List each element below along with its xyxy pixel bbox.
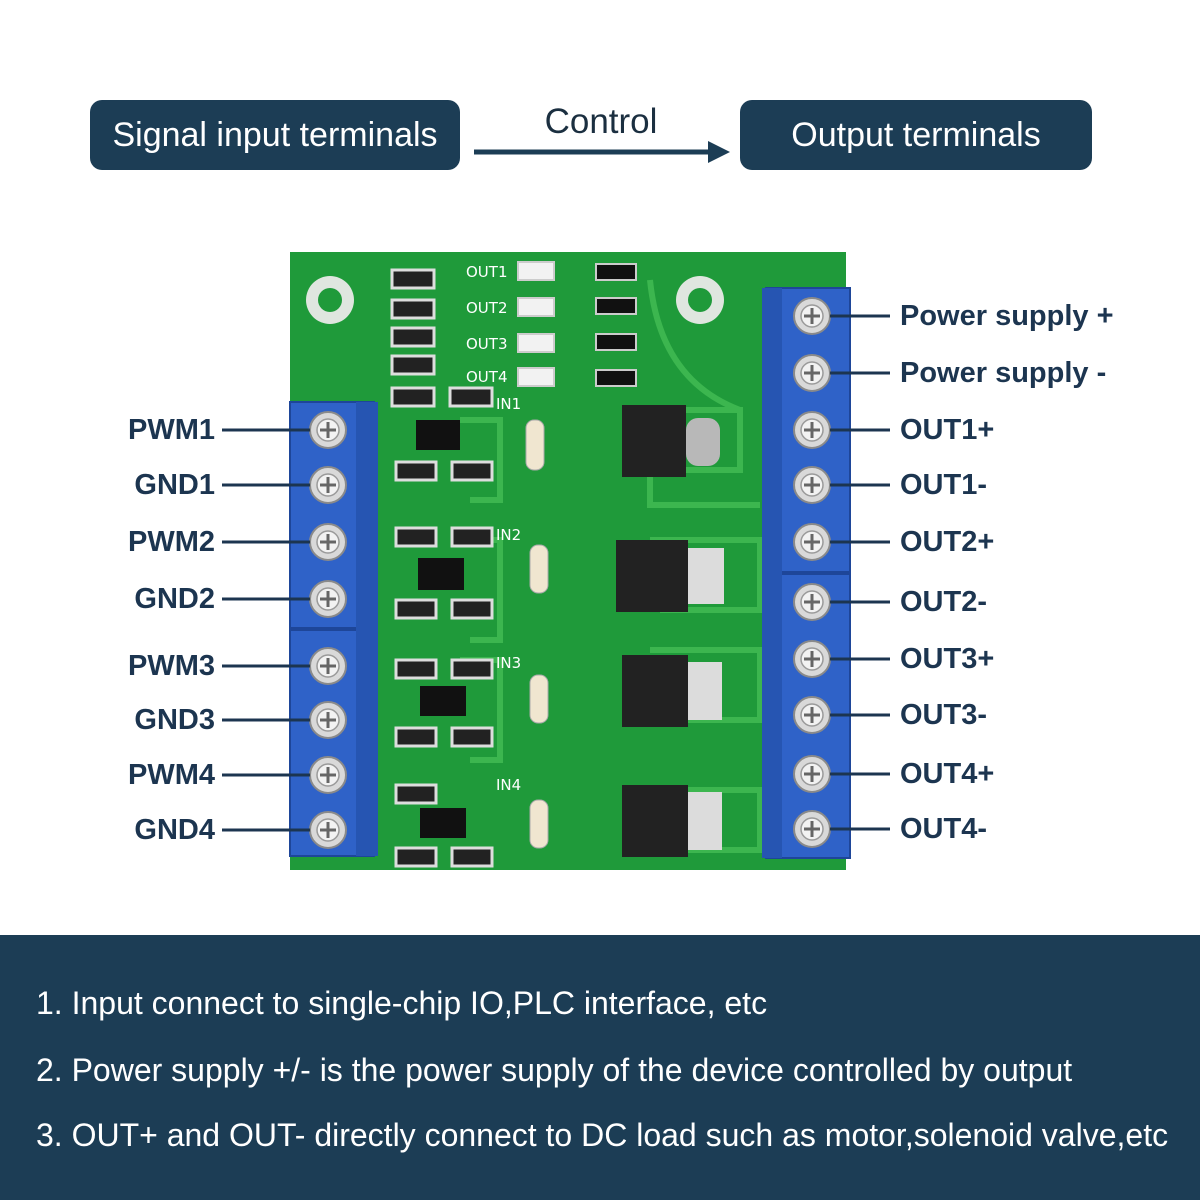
silkscreen-labels: OUT1 OUT2 OUT3 OUT4 IN1 IN2 IN3 IN4 xyxy=(466,263,521,794)
screw-icon xyxy=(309,811,347,849)
screw-icon xyxy=(309,523,347,561)
label-out1-minus: OUT1- xyxy=(900,469,987,501)
pcb-board xyxy=(290,252,846,870)
notes-panel: 1. Input connect to single-chip IO,PLC i… xyxy=(0,935,1200,1200)
label-gnd4: GND4 xyxy=(134,814,215,846)
screw-icon xyxy=(793,523,831,561)
channel-4-components xyxy=(394,783,722,868)
label-pwm1: PWM1 xyxy=(128,414,215,446)
label-out2-minus: OUT2- xyxy=(900,586,987,618)
control-label: Control xyxy=(544,102,658,141)
label-pwm2: PWM2 xyxy=(128,526,215,558)
label-power-minus: Power supply - xyxy=(900,357,1107,389)
label-pwm3: PWM3 xyxy=(128,650,215,682)
screw-icon xyxy=(309,647,347,685)
screw-icon xyxy=(793,696,831,734)
label-gnd2: GND2 xyxy=(134,583,215,615)
label-gnd3: GND3 xyxy=(134,704,215,736)
label-out4-minus: OUT4- xyxy=(900,813,987,845)
channel-1-components xyxy=(394,405,720,482)
label-out2-plus: OUT2+ xyxy=(900,526,995,558)
screw-icon xyxy=(309,580,347,618)
label-out3-minus: OUT3- xyxy=(900,699,987,731)
channel-3-components xyxy=(394,655,722,748)
screw-icon xyxy=(793,583,831,621)
screw-icon xyxy=(793,810,831,848)
label-gnd1: GND1 xyxy=(134,469,215,501)
channel-2-components xyxy=(394,526,724,620)
smd-components xyxy=(390,261,637,408)
control-arrow-icon xyxy=(474,141,730,163)
note-1: 1. Input connect to single-chip IO,PLC i… xyxy=(36,985,768,1021)
silk-out2: OUT2 xyxy=(466,299,508,317)
label-pwm4: PWM4 xyxy=(128,759,215,791)
label-power-plus: Power supply + xyxy=(900,300,1114,332)
input-screw-terminals xyxy=(309,411,347,849)
mounting-hole-icon xyxy=(306,276,724,324)
note-3: 3. OUT+ and OUT- directly connect to DC … xyxy=(36,1117,1169,1153)
screw-icon xyxy=(309,701,347,739)
silk-in4: IN4 xyxy=(496,776,521,794)
screw-icon xyxy=(309,411,347,449)
silk-out4: OUT4 xyxy=(466,368,508,386)
signal-input-label: Signal input terminals xyxy=(90,100,460,170)
screw-icon xyxy=(793,297,831,335)
silk-out3: OUT3 xyxy=(466,335,508,353)
screw-icon xyxy=(793,354,831,392)
screw-icon xyxy=(793,755,831,793)
label-leader-lines xyxy=(222,314,890,832)
screw-icon xyxy=(309,466,347,504)
output-terminals-label: Output terminals xyxy=(740,100,1092,170)
silk-in2: IN2 xyxy=(496,526,521,544)
screw-icon xyxy=(793,466,831,504)
screw-icon xyxy=(793,411,831,449)
label-out4-plus: OUT4+ xyxy=(900,758,995,790)
signal-input-text: Signal input terminals xyxy=(112,115,438,154)
screw-icon xyxy=(793,640,831,678)
label-out3-plus: OUT3+ xyxy=(900,643,995,675)
label-out1-plus: OUT1+ xyxy=(900,414,995,446)
silk-out1: OUT1 xyxy=(466,263,508,281)
screw-icon xyxy=(309,756,347,794)
output-terminals-text: Output terminals xyxy=(791,115,1041,154)
silk-in3: IN3 xyxy=(496,654,521,672)
note-2: 2. Power supply +/- is the power supply … xyxy=(36,1052,1073,1088)
driver-board-diagram: OUT1 OUT2 OUT3 OUT4 IN1 IN2 IN3 IN4 xyxy=(222,252,890,870)
silk-in1: IN1 xyxy=(496,395,521,413)
